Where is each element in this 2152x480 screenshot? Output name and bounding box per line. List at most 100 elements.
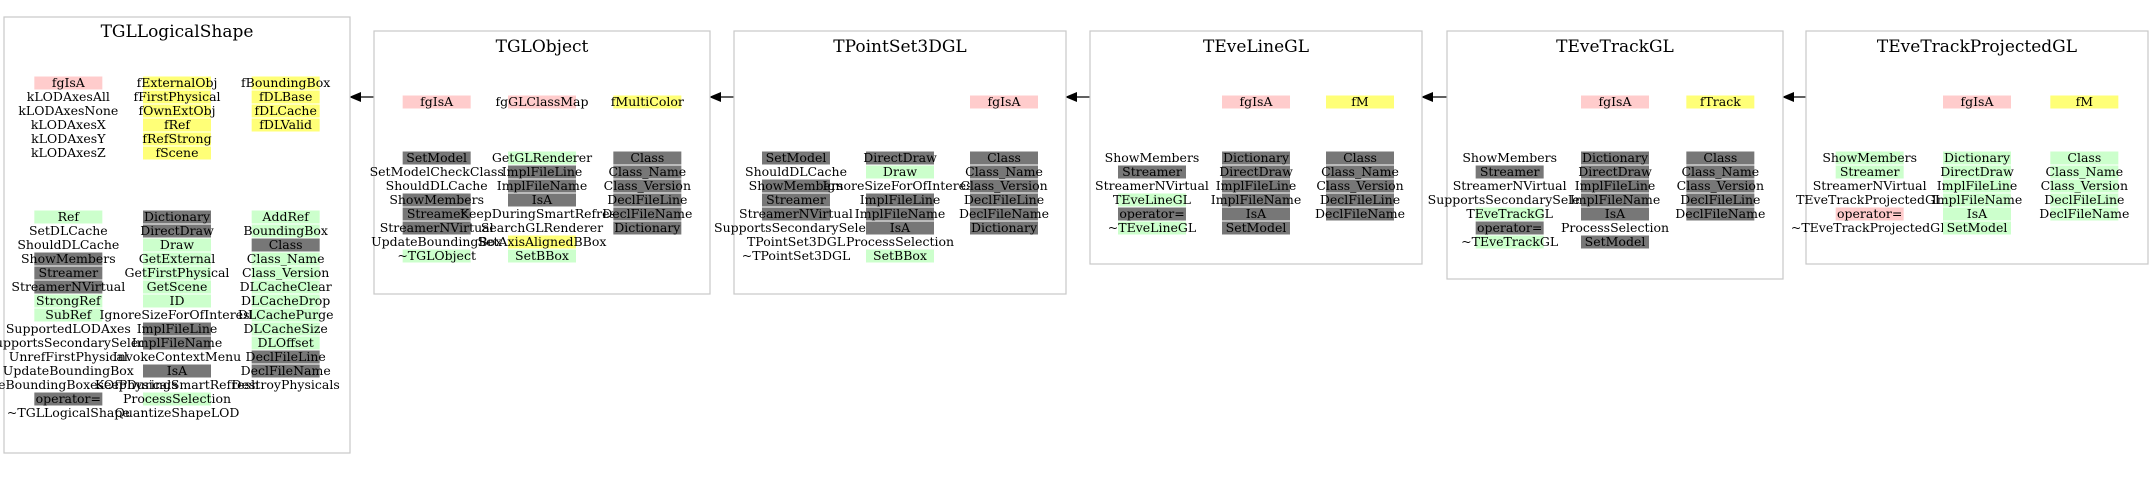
member-tevelinegl[interactable]: TEveLineGL — [1113, 192, 1191, 207]
member-processselection[interactable]: ProcessSelection — [846, 234, 954, 249]
member-dtor-tevetrackprojectedgl[interactable]: ~TEveTrackProjectedGL — [1791, 220, 1949, 235]
member-dlcachedrop[interactable]: DLCacheDrop — [241, 293, 330, 308]
member-operatorassign[interactable]: operator= — [1835, 206, 1904, 221]
member-operatorassign[interactable]: operator= — [1118, 206, 1186, 221]
member-streamernvirtual[interactable]: StreamerNVirtual — [1453, 178, 1567, 193]
member-processselection[interactable]: ProcessSelection — [123, 391, 231, 406]
member-class-name[interactable]: Class_Name — [2045, 164, 2123, 179]
member-fexternalobj[interactable]: fExternalObj — [137, 75, 218, 90]
member-implfilename[interactable]: ImplFileName — [1211, 192, 1302, 207]
member-setmodel[interactable]: SetModel — [1581, 234, 1649, 249]
member-fref[interactable]: fRef — [143, 117, 211, 132]
member-streamernvirtual[interactable]: StreamerNVirtual — [11, 279, 125, 294]
member-setmodel[interactable]: SetModel — [402, 150, 471, 165]
member-showmembers[interactable]: ShowMembers — [1822, 150, 1917, 165]
member-isa[interactable]: IsA — [1943, 206, 2011, 221]
member-declfileline[interactable]: DeclFileLine — [607, 192, 687, 207]
member-dtor-tevelinegl[interactable]: ~TEveLineGL — [1108, 220, 1196, 235]
member-fm[interactable]: fM — [1326, 94, 1394, 109]
member-implfileline[interactable]: ImplFileLine — [1937, 178, 2018, 193]
member-dlcacheclear[interactable]: DLCacheClear — [240, 279, 332, 294]
member-class-version[interactable]: Class_Version — [2041, 178, 2128, 193]
member-supportssecondaryselect[interactable]: SupportsSecondarySelect — [0, 335, 150, 350]
member-dictionary[interactable]: Dictionary — [1581, 150, 1649, 165]
member-getexternal[interactable]: GetExternal — [139, 251, 215, 266]
member-directdraw[interactable]: DirectDraw — [140, 223, 214, 238]
member-draw[interactable]: Draw — [866, 164, 934, 179]
member-ref[interactable]: Ref — [34, 209, 103, 224]
member-getscene[interactable]: GetScene — [143, 279, 211, 294]
member-dlcachepurge[interactable]: DLCachePurge — [238, 307, 334, 322]
member-directdraw[interactable]: DirectDraw — [863, 150, 937, 165]
member-processselection[interactable]: ProcessSelection — [1561, 220, 1669, 235]
member-showmembers[interactable]: ShowMembers — [389, 192, 484, 207]
member-dictionary[interactable]: Dictionary — [970, 220, 1038, 235]
member-class[interactable]: Class — [1686, 150, 1755, 165]
member-declfilename[interactable]: DeclFileName — [2039, 206, 2129, 221]
member-declfilename[interactable]: DeclFileName — [1675, 206, 1765, 221]
member-tevetrackgl[interactable]: TEveTrackGL — [1466, 206, 1553, 221]
member-implfilename[interactable]: ImplFileName — [132, 335, 223, 350]
member-streamer[interactable]: Streamer — [1475, 164, 1544, 179]
member-declfileline[interactable]: DeclFileLine — [1320, 192, 1400, 207]
member-streamer[interactable]: Streamer — [762, 192, 830, 207]
member-implfilename[interactable]: ImplFileName — [855, 206, 946, 221]
member-directdraw[interactable]: DirectDraw — [1940, 164, 2014, 179]
member-id[interactable]: ID — [143, 293, 211, 308]
member-strongref[interactable]: StrongRef — [34, 293, 103, 308]
member-isa[interactable]: IsA — [508, 192, 576, 207]
member-dtor-tglobject[interactable]: ~TGLObject — [397, 248, 476, 263]
member-ffirstphysical[interactable]: fFirstPhysical — [133, 89, 220, 104]
member-setbbox[interactable]: SetBBox — [508, 248, 576, 263]
member-shoulddlcache[interactable]: ShouldDLCache — [17, 237, 119, 252]
member-setaxisalignedbbox[interactable]: SetAxisAlignedBBox — [478, 234, 607, 249]
member-dictionary[interactable]: Dictionary — [1222, 150, 1290, 165]
member-implfilename[interactable]: ImplFileName — [497, 178, 588, 193]
member-destroyphysicals[interactable]: DestroyPhysicals — [232, 377, 340, 392]
member-declfileline[interactable]: DeclFileLine — [964, 192, 1044, 207]
member-shoulddlcache[interactable]: ShouldDLCache — [386, 178, 488, 193]
member-tevetrackprojectedgl[interactable]: TEveTrackProjectedGL — [1796, 192, 1943, 207]
member-dictionary[interactable]: Dictionary — [143, 209, 211, 224]
member-klodaxesx[interactable]: kLODAxesX — [31, 117, 106, 132]
member-klodaxesall[interactable]: kLODAxesAll — [27, 89, 110, 104]
member-dictionary[interactable]: Dictionary — [1943, 150, 2011, 165]
member-ignoresizeforofinterest[interactable]: IgnoreSizeForOfInterest — [822, 178, 977, 193]
member-class[interactable]: Class — [613, 150, 682, 165]
member-fdlbase[interactable]: fDLBase — [251, 89, 320, 104]
member-unreffirstphysical[interactable]: UnrefFirstPhysical — [9, 349, 128, 364]
member-getglrenderer[interactable]: GetGLRenderer — [492, 150, 592, 165]
member-supportssecondaryselect[interactable]: SupportsSecondarySelect — [1428, 192, 1592, 207]
member-fmulticolor[interactable]: fMultiColor — [611, 94, 684, 109]
member-class[interactable]: Class — [970, 150, 1038, 165]
member-class[interactable]: Class — [1326, 150, 1394, 165]
member-draw[interactable]: Draw — [143, 237, 211, 252]
member-declfilename[interactable]: DeclFileName — [959, 206, 1049, 221]
member-implfileline[interactable]: ImplFileLine — [1216, 178, 1297, 193]
member-setmodelcheckclass[interactable]: SetModelCheckClass — [370, 164, 504, 179]
member-updateboundingbox[interactable]: UpdateBoundingBox — [3, 363, 134, 378]
member-class-version[interactable]: Class_Version — [604, 178, 691, 193]
member-declfileline[interactable]: DeclFileLine — [1680, 192, 1760, 207]
member-class-name[interactable]: Class_Name — [608, 164, 686, 179]
member-fownextobj[interactable]: fOwnExtObj — [139, 103, 216, 118]
member-ignoresizeforofinterest[interactable]: IgnoreSizeForOfInterest — [99, 307, 254, 322]
member-isa[interactable]: IsA — [1581, 206, 1649, 221]
member-declfileline[interactable]: DeclFileLine — [246, 349, 326, 364]
member-klodaxesz[interactable]: kLODAxesZ — [31, 145, 106, 160]
member-streamer[interactable]: Streamer — [34, 265, 103, 280]
member-supportedlodaxes[interactable]: SupportedLODAxes — [6, 321, 131, 336]
member-getfirstphysical[interactable]: GetFirstPhysical — [125, 265, 230, 280]
member-fgisa[interactable]: fgIsA — [1943, 94, 2011, 109]
member-setmodel[interactable]: SetModel — [1222, 220, 1290, 235]
member-updateboundingbox[interactable]: UpdateBoundingBox — [371, 234, 502, 249]
member-streamer[interactable]: Streamer — [402, 206, 471, 221]
member-class-version[interactable]: Class_Version — [1316, 178, 1403, 193]
member-fdlcache[interactable]: fDLCache — [251, 103, 320, 118]
member-showmembers[interactable]: ShowMembers — [21, 251, 116, 266]
member-fgisa[interactable]: fgIsA — [34, 75, 103, 90]
member-fscene[interactable]: fScene — [143, 145, 211, 160]
member-showmembers[interactable]: ShowMembers — [749, 178, 844, 193]
